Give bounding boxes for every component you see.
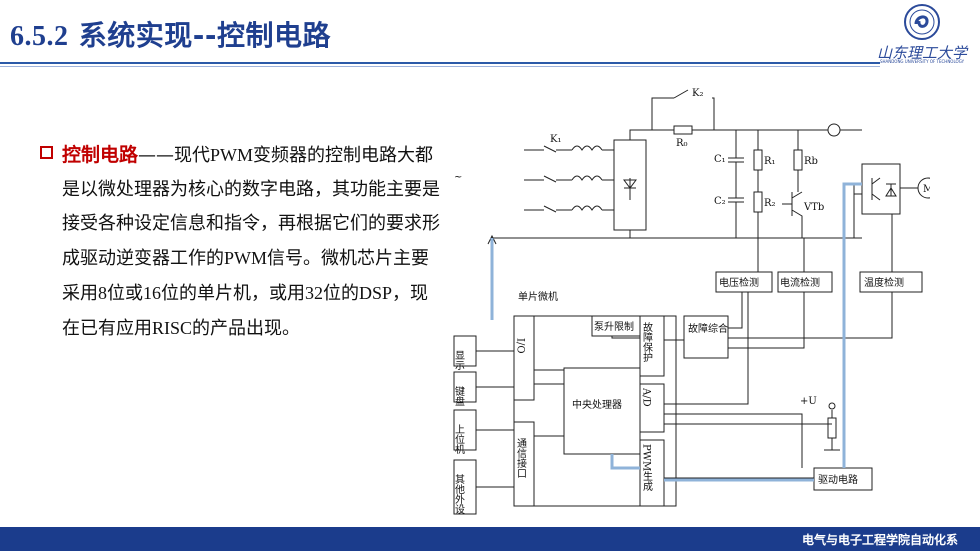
paragraph-body: 现代PWM变频器的控制电路大都是以微处理器为核心的数字电路，其功能主要是接受各种… [62,145,440,339]
r0-label: R₀ [676,138,688,149]
paragraph-segment: 现代 [174,145,211,166]
cpu-label: 中央处理器 [572,398,622,411]
k2-label: K₂ [692,88,703,99]
keyboard-label: 键盘 [453,385,465,406]
drive-circuit-label: 驱动电路 [818,473,858,486]
circuit-svg: ~ K₁ K₂ R₀ C₁ C₂ R₁ R₂ Rb VTb M 电压检测 电流检… [453,88,939,515]
current-detect-label: 电流检测 [780,276,820,289]
paragraph-segment: PWM [210,145,254,165]
paragraph-segment: 位或 [107,283,143,304]
paragraph-segment: 32 [305,283,323,303]
control-circuit-diagram: ~ K₁ K₂ R₀ C₁ C₂ R₁ R₂ Rb VTb M 电压检测 电流检… [452,88,939,516]
rb-label: Rb [804,156,818,167]
r1-label: R₁ [764,156,776,167]
comm-interface-label: 通信接口 [515,438,527,478]
paragraph-segment: 位的 [323,283,359,304]
title-number: 6.5.2 [10,21,69,52]
k1-label: K₁ [550,134,561,145]
slide-footer: 电气与电子工程学院自动化系 [0,527,980,551]
voltage-detect-label: 电压检测 [719,276,759,289]
mcu-label: 单片微机 [518,290,558,303]
keyword: 控制电路 [62,144,139,166]
header-rule-thin [0,66,880,67]
other-peripheral-label: 其他外设 [453,474,465,515]
university-logo: 山东理工大学 SHANDONG UNIVERSITY OF TECHNOLOGY [872,2,972,66]
checkbox-bullet-icon [40,146,53,159]
io-label: I/O [515,338,526,354]
logo-emblem-icon [904,4,940,40]
header-rule [0,62,880,64]
slide-header: 6.5.2 系统实现--控制电路 山东理工大学 SHANDONG UNIVERS… [0,0,980,67]
host-computer-label: 上位机 [453,424,465,455]
temp-detect-label: 温度检测 [864,276,904,289]
pump-limit-label: 泵升限制 [594,320,634,333]
paragraph-segment: 8 [98,283,107,303]
footer-text: 电气与电子工程学院自动化系 [801,533,958,547]
c2-label: C₂ [714,196,726,207]
r2-label: R₂ [764,198,776,209]
logo-subtext: SHANDONG UNIVERSITY OF TECHNOLOGY [879,59,965,64]
paragraph-segment: 位的单片机，或用 [161,283,305,304]
fault-combine-label: 故障综合 [688,322,728,335]
fault-protect-label: 故障保护 [641,321,653,363]
paragraph-segment: PWM [224,248,268,268]
ac-source-label: ~ [454,172,462,183]
keyword-dash: —— [138,145,175,166]
paragraph-segment: 信号。微机芯片主要采用 [62,248,430,304]
title-text: 系统实现--控制电路 [78,19,331,52]
c1-label: C₁ [714,154,726,165]
vtb-label: VTb [803,202,824,213]
paragraph-segment: DSP [359,283,393,303]
ad-label: A/D [641,387,652,407]
content-paragraph: 控制电路——现代PWM变频器的控制电路大都是以微处理器为核心的数字电路，其功能主… [40,138,442,346]
pwm-gen-label: PWM生成 [641,444,653,492]
plus-u-label: +U [800,396,817,407]
paragraph-segment: 变频器的控制电路大都是以微处理器为核心的数字电路，其功能主要是接受各种设定信息和… [62,145,440,269]
paragraph-segment: RISC [152,318,193,338]
motor-label: M [923,184,930,195]
display-label: 显示 [453,350,465,370]
slide-title: 6.5.2 系统实现--控制电路 [10,14,331,54]
paragraph-segment: 16 [143,283,161,303]
paragraph-segment: ，现在已有应用 [62,283,429,339]
paragraph-segment: 的产品出现。 [192,318,301,339]
logo-text: 山东理工大学 [876,44,967,62]
